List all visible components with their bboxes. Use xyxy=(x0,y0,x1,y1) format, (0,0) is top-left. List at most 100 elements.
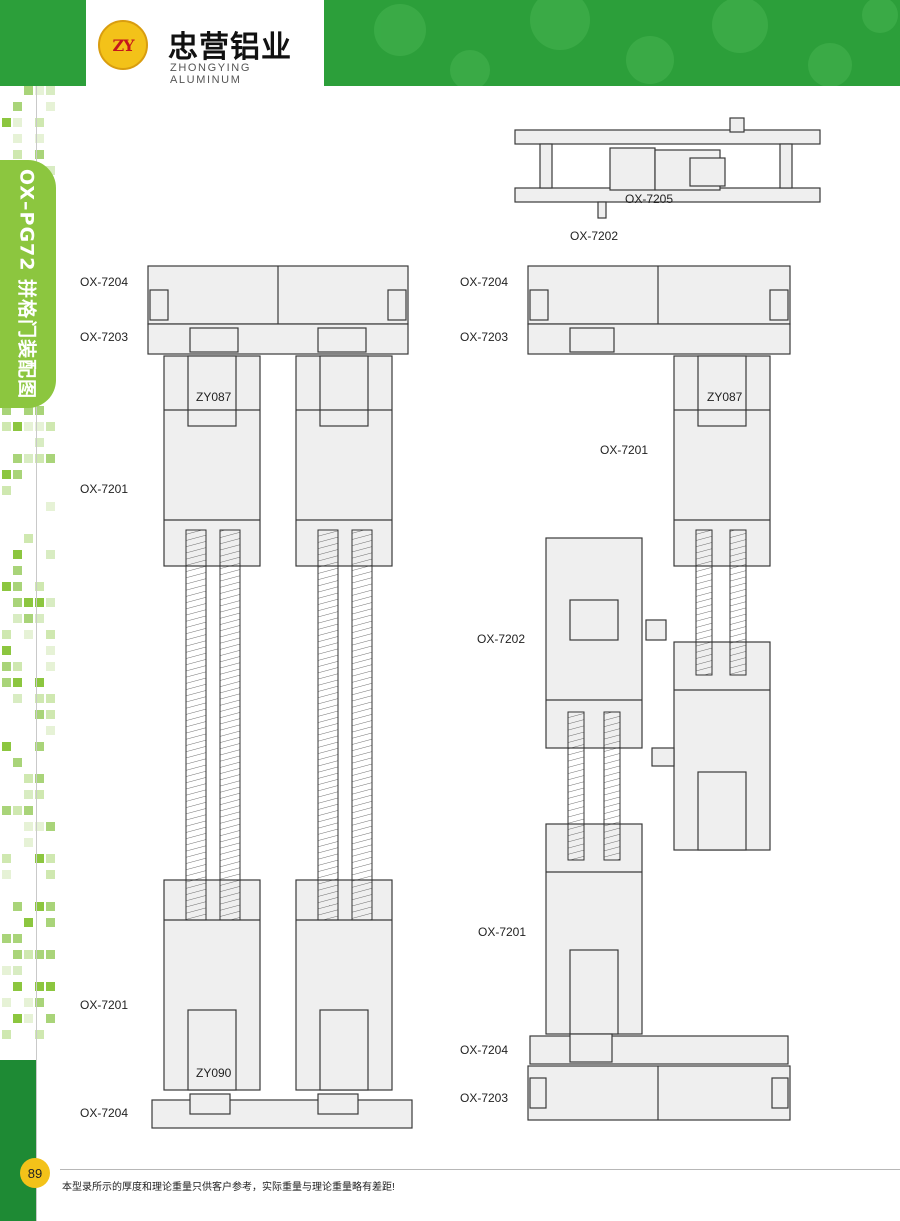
mosaic-tile xyxy=(35,86,44,95)
mosaic-tile xyxy=(46,502,55,511)
mosaic-tile xyxy=(2,630,11,639)
mosaic-tile xyxy=(24,806,33,815)
label-ox7204-left-bottom: OX-7204 xyxy=(80,1106,129,1120)
mosaic-tile xyxy=(24,838,33,847)
mosaic-tile xyxy=(24,614,33,623)
mosaic-tile xyxy=(13,470,22,479)
logo-panel: ZY 忠营铝业 ZHONGYING ALUMINUM xyxy=(86,0,324,86)
page-number: 89 xyxy=(20,1158,50,1188)
mosaic-tile xyxy=(13,694,22,703)
mosaic-tile xyxy=(24,406,33,415)
mosaic-tile xyxy=(13,902,22,911)
mosaic-tile xyxy=(13,1014,22,1023)
mosaic-tile xyxy=(35,790,44,799)
mosaic-tile xyxy=(24,630,33,639)
margin-line xyxy=(36,86,37,1221)
label-ox7204-top-right: OX-7204 xyxy=(460,275,509,289)
label-ox7203-bottom-right: OX-7203 xyxy=(460,1091,509,1105)
mosaic-tile xyxy=(13,982,22,991)
mosaic-tile xyxy=(24,790,33,799)
mosaic-tile xyxy=(35,614,44,623)
header-pattern xyxy=(374,0,898,86)
mosaic-tile xyxy=(2,582,11,591)
mosaic-tile xyxy=(24,454,33,463)
mosaic-tile xyxy=(24,534,33,543)
mosaic-tile xyxy=(35,950,44,959)
mosaic-tile xyxy=(46,422,55,431)
mosaic-tile xyxy=(35,822,44,831)
mosaic-tile xyxy=(46,870,55,879)
mosaic-tile xyxy=(46,662,55,671)
profile-ox7203-right-top xyxy=(527,323,791,355)
mosaic-tile xyxy=(2,406,11,415)
mosaic-tile xyxy=(35,774,44,783)
brand-name-cn: 忠营铝业 xyxy=(168,30,292,65)
mosaic-tile xyxy=(46,710,55,719)
mosaic-tile xyxy=(35,582,44,591)
profile-ox7205-section xyxy=(514,117,821,219)
mosaic-tile xyxy=(35,454,44,463)
mosaic-tile xyxy=(35,438,44,447)
mosaic-tile xyxy=(2,422,11,431)
mosaic-tile xyxy=(46,86,55,95)
label-ox7201-right-top: OX-7201 xyxy=(600,443,649,457)
mosaic-tile xyxy=(35,678,44,687)
mosaic-tile xyxy=(13,614,22,623)
mosaic-tile xyxy=(13,118,22,127)
mosaic-decoration xyxy=(0,86,60,1066)
label-zy087-right: ZY087 xyxy=(707,390,743,404)
mosaic-tile xyxy=(46,822,55,831)
profile-ox7204-left-bottom xyxy=(151,1093,413,1129)
mosaic-tile xyxy=(24,950,33,959)
mosaic-tile xyxy=(2,662,11,671)
mosaic-tile xyxy=(2,1030,11,1039)
profile-ox7202-right xyxy=(545,537,675,1035)
mosaic-tile xyxy=(35,422,44,431)
mosaic-tile xyxy=(46,694,55,703)
mosaic-tile xyxy=(13,806,22,815)
footer-disclaimer: 本型录所示的厚度和理论重量只供客户参考，实际重量与理论重量略有差距! xyxy=(62,1182,395,1193)
mosaic-tile xyxy=(13,966,22,975)
mosaic-tile xyxy=(35,742,44,751)
mosaic-tile xyxy=(2,934,11,943)
mosaic-tile xyxy=(24,998,33,1007)
mosaic-tile xyxy=(46,646,55,655)
mosaic-tile xyxy=(24,422,33,431)
mosaic-tile xyxy=(2,470,11,479)
mosaic-tile xyxy=(35,710,44,719)
mosaic-tile xyxy=(2,678,11,687)
mosaic-tile xyxy=(46,598,55,607)
mosaic-tile xyxy=(2,854,11,863)
mosaic-tile xyxy=(13,934,22,943)
mosaic-tile xyxy=(24,1014,33,1023)
footer-rule xyxy=(60,1169,900,1170)
mosaic-tile xyxy=(13,566,22,575)
label-ox7201-left-top: OX-7201 xyxy=(80,482,129,496)
mosaic-tile xyxy=(35,902,44,911)
mosaic-tile xyxy=(13,550,22,559)
mosaic-tile xyxy=(24,86,33,95)
label-ox7204-top-left: OX-7204 xyxy=(80,275,129,289)
label-ox7203-top-left: OX-7203 xyxy=(80,330,129,344)
mosaic-tile xyxy=(35,134,44,143)
mosaic-tile xyxy=(2,998,11,1007)
mosaic-tile xyxy=(13,758,22,767)
mosaic-tile xyxy=(2,486,11,495)
profile-ox7204-right-top xyxy=(527,265,791,325)
mosaic-tile xyxy=(2,870,11,879)
mosaic-tile xyxy=(13,134,22,143)
profile-ox7204-right-bottom xyxy=(529,1033,789,1065)
mosaic-tile xyxy=(35,982,44,991)
mosaic-tile xyxy=(24,774,33,783)
mosaic-tile xyxy=(46,550,55,559)
mosaic-tile xyxy=(46,918,55,927)
mosaic-tile xyxy=(46,454,55,463)
profile-ox7201-left-sash2 xyxy=(295,355,393,1091)
mosaic-tile xyxy=(13,678,22,687)
label-ox7205: OX-7205 xyxy=(625,192,674,206)
mosaic-tile xyxy=(2,806,11,815)
mosaic-tile xyxy=(13,150,22,159)
mosaic-tile xyxy=(46,102,55,111)
label-ox7201-right-bottom: OX-7201 xyxy=(478,925,527,939)
label-ox7202-right: OX-7202 xyxy=(477,632,526,646)
